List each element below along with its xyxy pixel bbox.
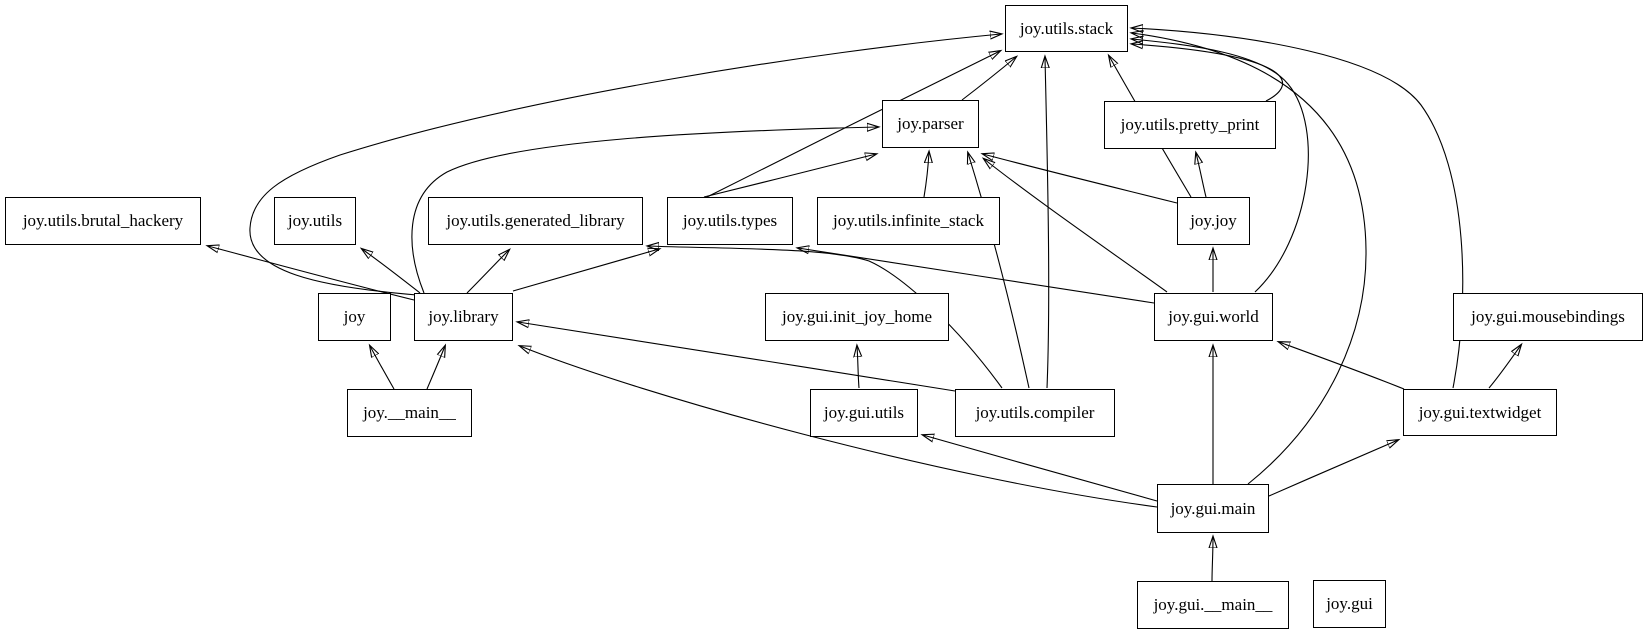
node-label: joy.gui.main <box>1170 498 1256 518</box>
node-joy-gui-textwidget: joy.gui.textwidget <box>1403 389 1557 436</box>
node-label: joy.utils <box>287 211 343 230</box>
node-label: joy.gui.utils <box>823 403 905 422</box>
node-joy-gui-mousebindings: joy.gui.mousebindings <box>1453 293 1643 341</box>
node-label: joy.utils.compiler <box>975 403 1095 422</box>
node-joy: joy <box>318 293 391 341</box>
node-label: joy.utils.pretty_print <box>1120 115 1260 134</box>
edge-joy-main--joy <box>370 346 395 390</box>
edge-joy-joy--joy-parser <box>983 154 1178 204</box>
node-label: joy.utils.brutal_hackery <box>22 211 184 230</box>
node-joy-utils-types: joy.utils.types <box>667 197 793 245</box>
node-joy-gui-utils: joy.gui.utils <box>810 389 918 437</box>
edge-joy-utils-compiler--joy-utils-generated-library <box>648 246 1003 389</box>
node-joy-gui-world: joy.gui.world <box>1154 293 1273 341</box>
node-label: joy.__main__ <box>363 403 456 422</box>
node-joy-utils-compiler: joy.utils.compiler <box>955 389 1115 437</box>
node-joy-gui-main: joy.gui.main <box>1157 484 1269 533</box>
node-joy-gui-main-underscore: joy.gui.__main__ <box>1137 581 1289 629</box>
node-label: joy.gui.mousebindings <box>1471 307 1625 326</box>
edge-joy-parser--joy-utils-stack <box>961 57 1016 101</box>
node-label: joy.library <box>428 307 499 326</box>
node-joy-joy: joy.joy <box>1177 197 1250 245</box>
node-label: joy.gui.world <box>1168 307 1259 326</box>
node-joy-utils-generated-library: joy.utils.generated_library <box>428 197 643 245</box>
node-label: joy.utils.infinite_stack <box>833 211 984 230</box>
edge-joy-utils-infinite-stack--joy-parser <box>923 152 929 198</box>
node-label: joy.gui <box>1326 594 1373 613</box>
edge-joy-utils-compiler--joy-utils-stack <box>1045 57 1049 389</box>
node-joy-utils-infinite-stack: joy.utils.infinite_stack <box>817 197 1000 245</box>
edge-joy-gui-main--joy-gui-textwidget <box>1268 440 1398 497</box>
edge-joy-gui-utils--joy-gui-init-joy-home <box>857 346 859 389</box>
edge-joy-utils-compiler--joy-parser <box>968 153 1030 389</box>
edge-joy-library--joy-utils <box>362 249 421 294</box>
node-label: joy.parser <box>897 114 964 133</box>
edge-joy-gui-textwidget--joy-gui-world <box>1279 342 1405 390</box>
edge-joy-gui-main-underscore--joy-gui-main <box>1212 537 1213 582</box>
edge-joy-utils-compiler--joy-library <box>518 322 956 392</box>
node-joy-gui-init-joy-home: joy.gui.init_joy_home <box>765 293 949 341</box>
edge-joy-gui-main--joy-gui-utils <box>923 435 1158 502</box>
edge-joy-gui-main--joy-utils-stack <box>1132 33 1367 485</box>
edge-joy-utils-types--joy-parser <box>703 154 876 198</box>
node-joy-parser: joy.parser <box>882 100 979 148</box>
edge-joy-utils-types--joy-utils-stack <box>706 51 1000 198</box>
edge-joy-joy--joy-utils-pretty-print <box>1196 153 1207 198</box>
edge-joy-gui-world--joy-parser <box>984 159 1168 293</box>
node-joy-main: joy.__main__ <box>347 389 472 437</box>
edge-joy-gui-main--joy-library <box>520 346 1158 508</box>
node-joy-gui: joy.gui <box>1313 580 1386 628</box>
edge-joy-gui-world--joy-utils-stack <box>1132 39 1309 293</box>
edge-joy-library--joy-utils-generated-library <box>466 250 509 294</box>
edge-joy-main--joy-library <box>426 346 445 390</box>
edges-group <box>208 28 1521 582</box>
node-label: joy.utils.types <box>682 211 778 230</box>
node-label: joy.gui.textwidget <box>1418 402 1542 422</box>
node-joy-utils-pretty-print: joy.utils.pretty_print <box>1104 101 1276 149</box>
edge-joy-library--joy-parser <box>411 127 878 294</box>
edge-joy-library--joy-utils-types <box>512 249 659 292</box>
node-joy-utils: joy.utils <box>274 197 356 245</box>
node-joy-utils-stack: joy.utils.stack <box>1005 5 1128 52</box>
node-label: joy.utils.generated_library <box>446 211 625 230</box>
node-joy-utils-brutal-hackery: joy.utils.brutal_hackery <box>5 197 201 245</box>
edge-joy-gui-textwidget--joy-gui-mousebindings <box>1488 345 1521 389</box>
node-label: joy.utils.stack <box>1019 18 1114 38</box>
node-label: joy.gui.__main__ <box>1153 595 1273 614</box>
node-label: joy.gui.init_joy_home <box>781 307 932 326</box>
edge-joy-utils-pretty-print--joy-utils-stack <box>1132 44 1284 102</box>
node-joy-library: joy.library <box>414 293 513 341</box>
node-label: joy <box>343 307 366 326</box>
node-label: joy.joy <box>1190 211 1237 230</box>
edge-joy-library--joy-utils-stack <box>249 34 1001 296</box>
